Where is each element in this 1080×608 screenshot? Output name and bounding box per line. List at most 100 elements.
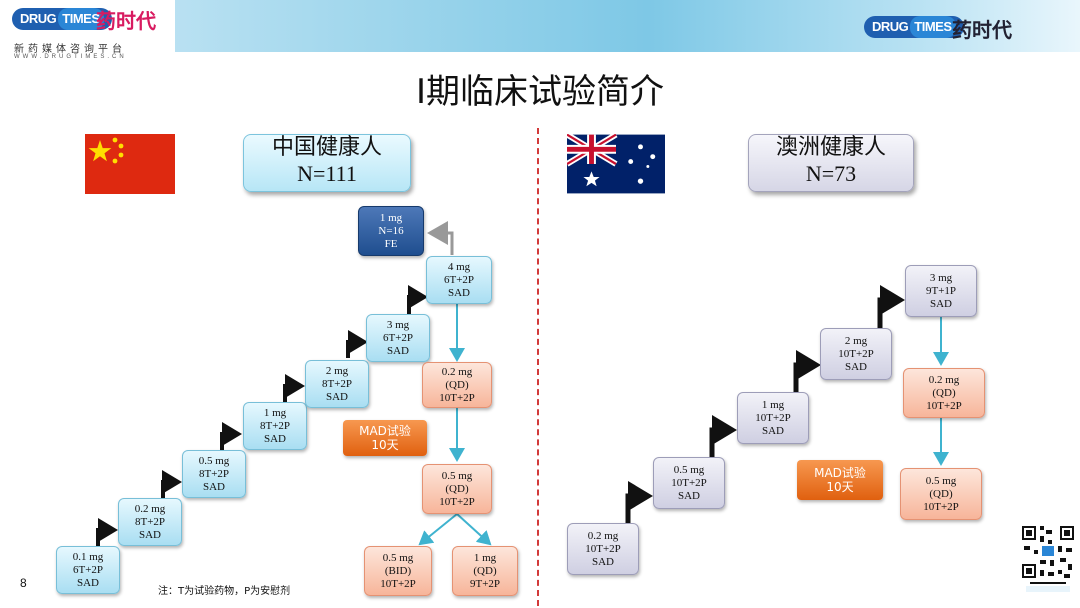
step-arrow bbox=[625, 481, 653, 523]
brand-cn: 药时代 bbox=[96, 9, 156, 33]
mad-title: MAD试验 bbox=[359, 424, 411, 438]
australia-mad-box: 0.5 mg (QD) 10T+2P bbox=[900, 468, 982, 520]
arms-label: 10T+2P bbox=[838, 347, 874, 360]
arms-label: 10T+2P bbox=[923, 500, 959, 513]
china-mad-box: 1 mg (QD) 9T+2P bbox=[452, 546, 518, 596]
china-sad-box: 0.5 mg 8T+2P SAD bbox=[182, 450, 246, 498]
dose-label: 0.5 mg bbox=[925, 474, 957, 487]
arms-label: 6T+2P bbox=[72, 563, 104, 576]
australia-flag-icon bbox=[567, 134, 665, 194]
dose-label: 1 mg bbox=[263, 406, 287, 419]
dose-label: 2 mg bbox=[325, 364, 349, 377]
mad-title: MAD试验 bbox=[814, 466, 866, 480]
type-label: SAD bbox=[761, 424, 784, 437]
regimen-label: (QD) bbox=[445, 378, 469, 391]
arms-label: 10T+2P bbox=[926, 399, 962, 412]
regimen-label: (QD) bbox=[473, 564, 497, 577]
dose-label: 0.2 mg bbox=[928, 373, 960, 386]
mad-arrow bbox=[418, 513, 458, 546]
regimen-label: (QD) bbox=[932, 386, 956, 399]
step-arrow bbox=[220, 422, 242, 450]
dose-label: 1 mg bbox=[761, 398, 785, 411]
region-divider bbox=[537, 128, 539, 606]
brand-en-right: TIMES bbox=[58, 8, 104, 30]
china-mad-box: 0.5 mg (BID) 10T+2P bbox=[364, 546, 432, 596]
brand-en-left-right: DRUG bbox=[872, 19, 909, 34]
arms-label: 6T+2P bbox=[443, 273, 475, 286]
china-population-label: 中国健康人 bbox=[271, 135, 382, 160]
type-label: FE bbox=[384, 237, 398, 250]
china-population-box: 中国健康人 N=111 bbox=[243, 134, 411, 192]
china-sad-box: 4 mg 6T+2P SAD bbox=[426, 256, 492, 304]
arms-label: 8T+2P bbox=[198, 467, 230, 480]
dose-label: 4 mg bbox=[447, 260, 471, 273]
dose-label: 0.2 mg bbox=[587, 529, 619, 542]
type-label: SAD bbox=[929, 297, 952, 310]
arms-label: 9T+2P bbox=[469, 577, 501, 590]
page-number: 8 bbox=[20, 576, 27, 590]
step-arrow bbox=[96, 518, 118, 546]
china-population-n: N=111 bbox=[297, 161, 357, 186]
footnote: 注：T为试验药物，P为安慰剂 bbox=[158, 586, 291, 597]
australia-mad-label: MAD试验 10天 bbox=[797, 460, 883, 500]
fe-arrow bbox=[427, 221, 454, 255]
arms-label: 10T+2P bbox=[380, 577, 416, 590]
dose-label: 0.1 mg bbox=[72, 550, 104, 563]
arms-label: 8T+2P bbox=[321, 377, 353, 390]
australia-mad-box: 0.2 mg (QD) 10T+2P bbox=[903, 368, 985, 418]
china-sad-box: 2 mg 8T+2P SAD bbox=[305, 360, 369, 408]
australia-sad-box: 0.2 mg 10T+2P SAD bbox=[567, 523, 639, 575]
arms-label: 9T+1P bbox=[925, 284, 957, 297]
arms-label: 10T+2P bbox=[439, 495, 475, 508]
type-label: SAD bbox=[447, 286, 470, 299]
arms-label: 10T+2P bbox=[671, 476, 707, 489]
type-label: SAD bbox=[138, 528, 161, 541]
page-title: I期临床试验简介 bbox=[415, 72, 665, 112]
step-arrow bbox=[161, 470, 182, 498]
dose-label: 0.2 mg bbox=[134, 502, 166, 515]
step-arrow bbox=[877, 285, 905, 328]
australia-sad-box: 1 mg 10T+2P SAD bbox=[737, 392, 809, 444]
china-flag-icon bbox=[85, 134, 175, 194]
arms-label: 8T+2P bbox=[134, 515, 166, 528]
mad-days: 10天 bbox=[371, 438, 399, 452]
china-mad-box: 0.2 mg (QD) 10T+2P bbox=[422, 362, 492, 408]
step-arrow bbox=[283, 374, 305, 402]
type-label: SAD bbox=[386, 344, 409, 357]
brand-en-right-right: TIMES bbox=[910, 16, 956, 38]
china-sad-box: 3 mg 6T+2P SAD bbox=[366, 314, 430, 362]
step-arrow bbox=[346, 330, 368, 358]
step-arrow bbox=[793, 350, 821, 392]
australia-population-label: 澳洲健康人 bbox=[775, 135, 886, 160]
type-label: SAD bbox=[325, 390, 348, 403]
arms-label: 10T+2P bbox=[585, 542, 621, 555]
dose-label: 0.5 mg bbox=[441, 469, 473, 482]
regimen-label: (BID) bbox=[384, 564, 412, 577]
china-sad-box: 0.1 mg 6T+2P SAD bbox=[56, 546, 120, 594]
tagline: 新药媒体咨询平台 bbox=[14, 44, 126, 55]
australia-population-box: 澳洲健康人 N=73 bbox=[748, 134, 914, 192]
dose-label: 1 mg bbox=[473, 551, 497, 564]
regimen-label: (QD) bbox=[445, 482, 469, 495]
site-url: WWW.DRUGTIMES.CN bbox=[14, 54, 127, 60]
arms-label: 10T+2P bbox=[755, 411, 791, 424]
arms-label: 10T+2P bbox=[439, 391, 475, 404]
dose-label: 0.2 mg bbox=[441, 365, 473, 378]
dose-label: 2 mg bbox=[844, 334, 868, 347]
australia-sad-box: 3 mg 9T+1P SAD bbox=[905, 265, 977, 317]
mad-arrow bbox=[456, 513, 492, 546]
type-label: SAD bbox=[202, 480, 225, 493]
type-label: SAD bbox=[844, 360, 867, 373]
type-label: SAD bbox=[591, 555, 614, 568]
step-arrow bbox=[709, 415, 737, 457]
type-label: SAD bbox=[76, 576, 99, 589]
brand-en-left: DRUG bbox=[20, 11, 57, 26]
n-label: N=16 bbox=[378, 224, 404, 237]
china-sad-box: 1 mg 8T+2P SAD bbox=[243, 402, 307, 450]
type-label: SAD bbox=[677, 489, 700, 502]
dose-label: 0.5 mg bbox=[673, 463, 705, 476]
